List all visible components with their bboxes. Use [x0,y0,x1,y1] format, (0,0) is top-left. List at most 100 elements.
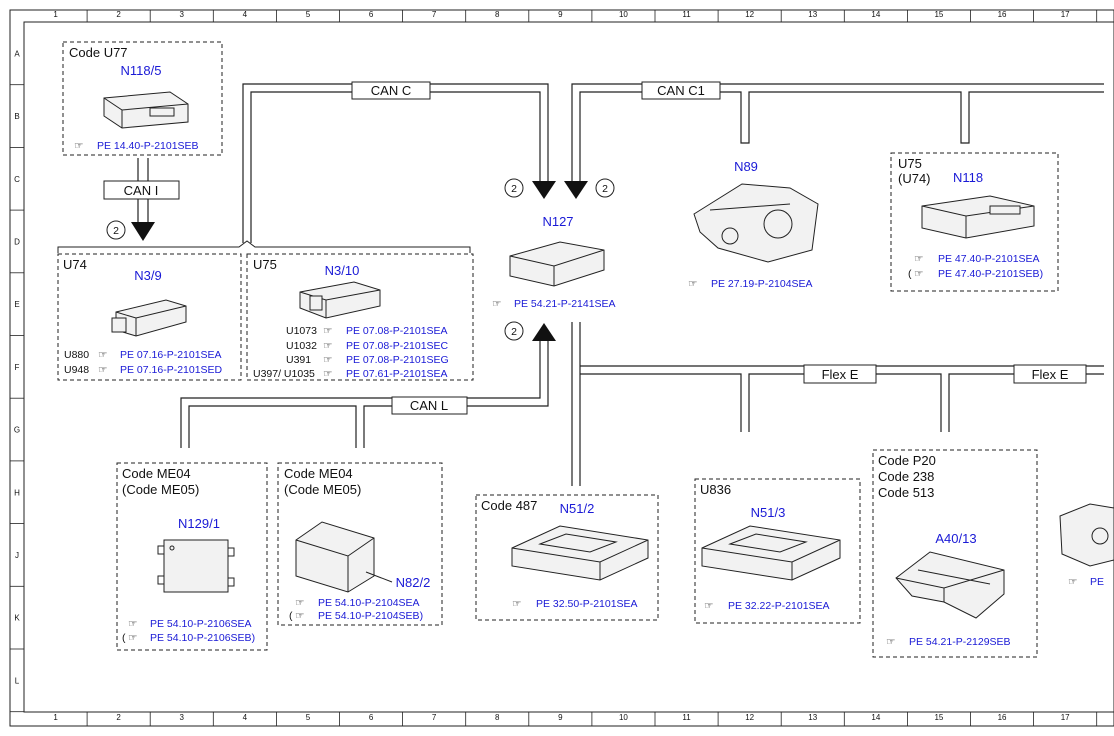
component-n129-1[interactable]: Code ME04 (Code ME05) N129/1 ☞ PE 54.10-… [116,462,268,651]
grid-row-B: B [14,112,19,121]
n51-2-name: N51/2 [560,501,595,516]
grid-col-top-13: 13 [808,10,817,19]
can-c1-label: CAN C1 [657,83,705,98]
a40-13-unit-image [895,551,1005,619]
grid-row-J: J [15,551,19,560]
n3-9-code: U74 [63,257,87,272]
component-n51-3[interactable]: U836 N51/3 ☞ PE 32.22-P-2101SEA [694,478,861,624]
circle-marker-can-i: 2 [106,220,126,240]
n129-1-code-2: (Code ME05) [122,482,199,497]
grid-col-top-3: 3 [180,10,185,19]
n51-3-ref-link[interactable]: PE 32.22-P-2101SEA [728,600,830,612]
n51-3-module-image [701,525,841,581]
a40-13-code-3: Code 513 [878,485,934,500]
grid-col-top-16: 16 [998,10,1007,19]
grid-row-F: F [15,363,20,372]
can-i-label: CAN I [124,183,159,198]
n3-10-ref4-link[interactable]: PE 07.61-P-2101SEA [346,368,448,380]
n129-1-hand-icon-1: ☞ [128,618,137,630]
grid-col-bottom-9: 9 [558,713,563,722]
n3-9-hand-icon-2: ☞ [98,364,107,376]
n129-1-paren: ( [122,632,126,644]
circle-marker-can-c: 2 [504,178,524,198]
n3-9-ref1-link[interactable]: PE 07.16-P-2101SEA [120,349,222,361]
component-n118[interactable]: U75 (U74) N118 ☞ PE 47.40-P-2101SEA ( ☞ … [890,152,1059,292]
grid-col-bottom-15: 15 [934,713,943,722]
a40-13-hand-icon: ☞ [886,636,895,648]
n3-10-ref4-prefix: U397/ U1035 [253,368,315,380]
n51-2-ref-link[interactable]: PE 32.50-P-2101SEA [536,598,638,610]
n129-1-ref2-link[interactable]: PE 54.10-P-2106SEB) [150,632,255,644]
n3-10-ref3-prefix: U391 [286,354,311,366]
grid-col-bottom-13: 13 [808,713,817,722]
grid-col-top-10: 10 [619,10,628,19]
n3-10-ref2-prefix: U1032 [286,340,317,352]
n3-10-hand-icon-1: ☞ [323,325,332,337]
n51-3-name: N51/3 [751,505,786,520]
component-n82-2[interactable]: Code ME04 (Code ME05) N82/2 ☞ PE 54.10-P… [277,462,443,626]
n3-9-ref2-link[interactable]: PE 07.16-P-2101SED [120,364,223,376]
n89-gearbox-image [693,183,819,263]
n118-code-1: U75 [898,156,922,171]
component-n51-2[interactable]: Code 487 N51/2 ☞ PE 32.50-P-2101SEA [475,494,659,621]
n3-10-code: U75 [253,257,277,272]
n3-10-ref3-link[interactable]: PE 07.08-P-2101SEG [346,354,449,366]
n82-2-hand-icon-1: ☞ [295,597,304,609]
n3-10-ref1-link[interactable]: PE 07.08-P-2101SEA [346,325,448,337]
can-c-arrow [532,181,556,199]
component-n89[interactable]: N89 ☞ PE 27.19-P-2104SEA [688,159,819,290]
n3-10-ref2-link[interactable]: PE 07.08-P-2101SEC [346,340,449,352]
grid-row-L: L [15,676,20,685]
n127-ref-link[interactable]: PE 54.21-P-2141SEA [514,298,616,310]
n3-10-ecu-image [299,281,381,319]
n82-2-paren: ( [289,610,293,622]
can-l-bus: CAN L [180,323,556,448]
grid-col-top-4: 4 [243,10,248,19]
component-n3-9[interactable]: U74 N3/9 U880 ☞ PE 07.16-P-2101SEA U948 … [57,253,242,381]
can-i-label-box [103,180,180,200]
n51-3-hand-icon: ☞ [704,600,713,612]
grid-col-top-2: 2 [116,10,121,19]
grid-row-E: E [14,300,19,309]
component-n118-5[interactable]: Code U77 N118/5 ☞ PE 14.40-P-2101SEB [62,41,223,156]
grid-row-G: G [14,426,20,435]
component-partial-right[interactable]: ☞ PE [1059,503,1114,588]
grid-col-top-11: 11 [682,10,691,19]
grid-col-top-12: 12 [745,10,754,19]
grid-col-bottom-3: 3 [180,713,185,722]
component-n3-10[interactable]: U75 N3/10 U1073 ☞ PE 07.08-P-2101SEA U10… [246,253,474,381]
n82-2-ref1-link[interactable]: PE 54.10-P-2104SEA [318,597,420,609]
a40-13-code-1: Code P20 [878,453,936,468]
n51-2-code: Code 487 [481,498,537,513]
n89-name: N89 [734,159,758,174]
can-l-label-box [391,396,468,415]
a40-13-ref-link[interactable]: PE 54.21-P-2129SEB [909,636,1011,648]
can-i-arrow [131,222,155,241]
n89-ref-link[interactable]: PE 27.19-P-2104SEA [711,278,813,290]
n51-3-code: U836 [700,482,731,497]
component-a40-13[interactable]: Code P20 Code 238 Code 513 A40/13 ☞ PE 5… [872,449,1038,658]
n118-ref1-link[interactable]: PE 47.40-P-2101SEA [938,253,1040,265]
n129-1-ref1-link[interactable]: PE 54.10-P-2106SEA [150,618,252,630]
grid-col-bottom-6: 6 [369,713,374,722]
n118-hand-icon-2: ☞ [914,268,923,280]
n118-5-ref-link[interactable]: PE 14.40-P-2101SEB [97,140,199,152]
circle-marker-can-l: 2 [504,321,524,341]
component-n127[interactable]: N127 ☞ PE 54.21-P-2141SEA [492,214,616,310]
grid-col-top-1: 1 [53,10,58,19]
n82-2-ref2-link[interactable]: PE 54.10-P-2104SEB) [318,610,423,622]
grid-row-H: H [14,488,20,497]
n127-module-image [509,241,605,287]
n118-5-hand-icon: ☞ [74,140,83,152]
flex-e-label-box-2 [1013,364,1087,384]
flex-e-label-2: Flex E [1032,367,1069,382]
grid-col-top-8: 8 [495,10,500,19]
n118-ref2-link[interactable]: PE 47.40-P-2101SEB) [938,268,1043,280]
can-l-arrow [532,323,556,341]
n118-5-code: Code U77 [69,45,128,60]
n3-9-hand-icon-1: ☞ [98,349,107,361]
grid-col-bottom-1: 1 [53,713,58,722]
partial-ref-link[interactable]: PE [1090,576,1104,588]
n127-name: N127 [542,214,573,229]
